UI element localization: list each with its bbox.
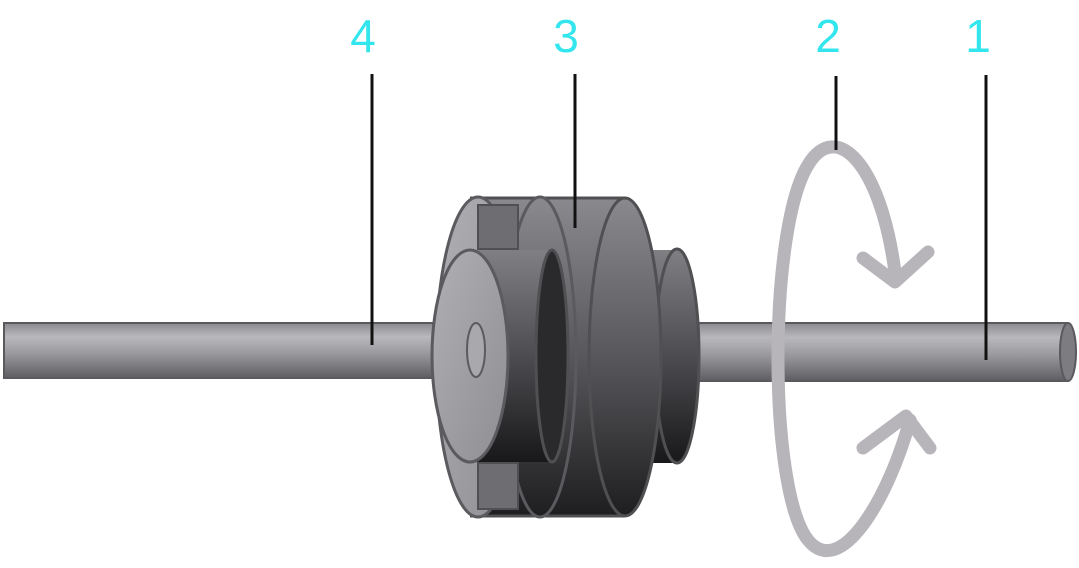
rotation-arrow-icon — [771, 140, 937, 558]
callout-2: 2 — [815, 10, 841, 62]
left-shaft — [3, 322, 479, 379]
coupling-body — [430, 195, 701, 519]
callout-4: 4 — [350, 10, 376, 62]
callout-3: 3 — [553, 10, 579, 62]
right-shaft — [639, 322, 1077, 382]
callout-1: 1 — [965, 10, 991, 62]
